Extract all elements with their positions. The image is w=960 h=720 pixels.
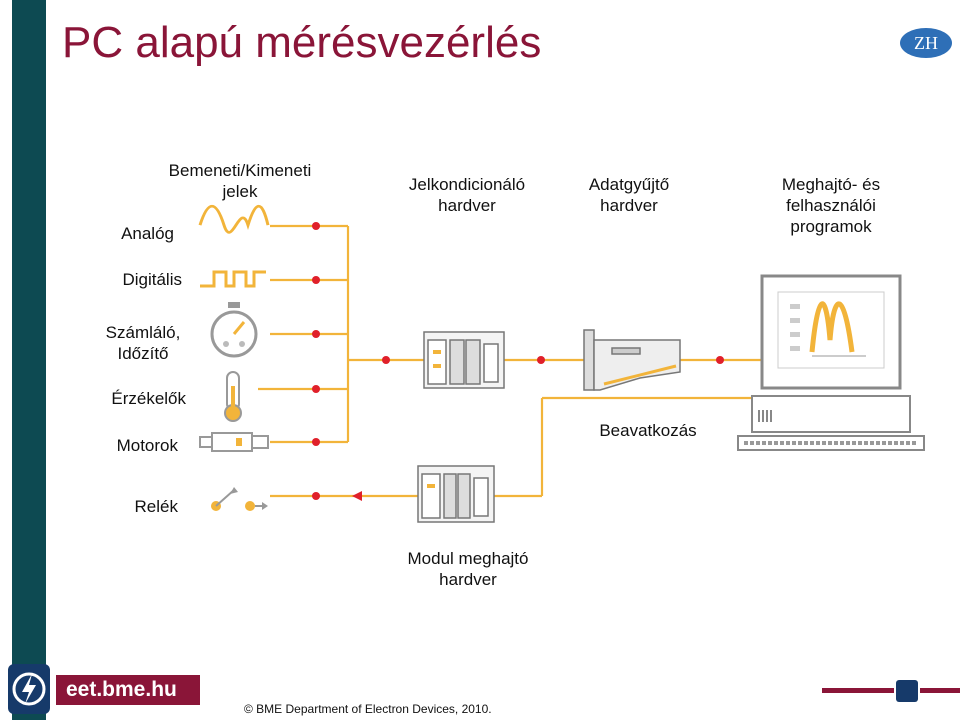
signal-wires [258,224,762,498]
daq-card-icon [583,329,681,391]
row-counter-line1: Számláló, [105,323,181,342]
row-counter-line2: Időzítő [117,344,169,363]
row-counter: Számláló, Időzítő [88,322,198,364]
header-cond-line1: Jelkondicionáló [408,175,526,194]
module-driver-icon [417,465,495,523]
motor-icon [199,432,269,452]
header-daq: Adatgyűjtő hardver [556,174,702,216]
header-sw-line1: Meghajtó- és [781,175,881,194]
row-motors: Motorok [116,436,178,455]
arrow-head [352,491,362,501]
header-software: Meghajtó- és felhasználói programok [756,174,906,237]
stopwatch-icon [210,302,258,358]
header-io-signals: Bemeneti/Kimeneti jelek [150,160,330,202]
header-sw-line2: felhasználói [786,196,876,215]
module-line2: hardver [439,570,497,589]
square-wave-icon [200,270,266,288]
module-driver-label: Modul meghajtó hardver [378,548,558,590]
zh-badge: ZH [900,28,952,58]
bme-logo [8,664,50,714]
thermometer-icon [224,371,242,422]
copyright: © BME Department of Electron Devices, 20… [244,702,492,716]
page-title: PC alapú mérésvezérlés [62,18,542,67]
relay-icon [211,487,268,511]
header-sw-line3: programok [790,217,872,236]
header-daq-line1: Adatgyűjtő [588,175,670,194]
row-analog: Analóg [121,224,174,243]
sine-wave-icon [198,204,270,234]
footer-square [896,680,918,702]
header-io-line1: Bemeneti/Kimeneti [168,161,312,180]
computer-icon [737,274,925,451]
row-digital: Digitális [122,270,182,289]
header-io-line2: jelek [222,182,258,201]
row-relays: Relék [134,497,178,516]
site-link[interactable]: eet.bme.hu [56,675,200,705]
control-label: Beavatkozás [599,421,697,440]
header-daq-line2: hardver [600,196,658,215]
left-accent-bar [12,0,46,720]
header-conditioning: Jelkondicionáló hardver [382,174,552,216]
footer-line-left [822,688,894,693]
row-sensors: Érzékelők [111,389,186,408]
connection-dots [312,222,724,500]
module-line1: Modul meghajtó [407,549,529,568]
lightning-logo-icon [12,672,46,706]
header-cond-line2: hardver [438,196,496,215]
signal-conditioning-module-icon [423,331,505,389]
footer-line-right [920,688,960,693]
